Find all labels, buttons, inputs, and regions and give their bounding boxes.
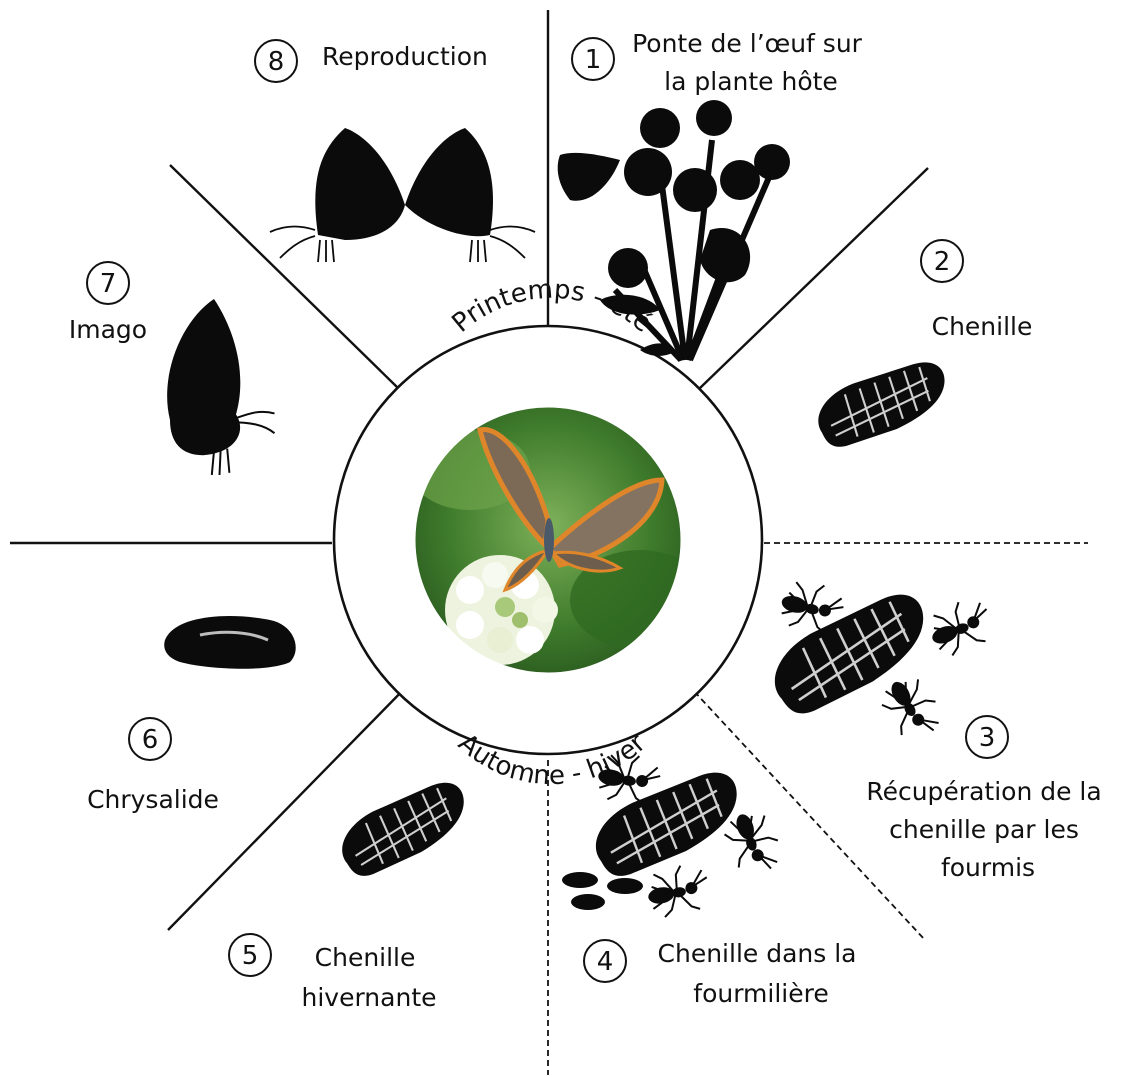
stage-1-label: Ponte de l’œuf sur la plante hôte bbox=[632, 29, 870, 96]
stage-8-label: Reproduction bbox=[322, 42, 488, 71]
svg-text:3: 3 bbox=[979, 723, 996, 753]
stage-4-label: Chenille dans la fourmilière bbox=[658, 939, 865, 1008]
ant-pupae bbox=[562, 872, 643, 910]
stage-7-number: 7 bbox=[87, 262, 129, 304]
svg-text:6: 6 bbox=[142, 725, 159, 755]
stage-4-number: 4 bbox=[584, 940, 626, 982]
stage-1-number: 1 bbox=[572, 38, 614, 80]
ant-icon bbox=[924, 594, 998, 660]
flower-butterfly-icon bbox=[558, 100, 790, 360]
ant-icon bbox=[875, 670, 947, 747]
caterpillar-icon bbox=[810, 358, 955, 451]
stage-2-number: 2 bbox=[921, 240, 963, 282]
svg-text:4: 4 bbox=[597, 947, 614, 977]
stage-6-number: 6 bbox=[129, 718, 171, 760]
ant-icon bbox=[720, 806, 786, 880]
stage-3-number: 3 bbox=[966, 716, 1008, 758]
svg-text:7: 7 bbox=[100, 269, 117, 299]
butterfly-icon bbox=[167, 299, 274, 475]
stage-2-label: Chenille bbox=[932, 312, 1033, 341]
mating-butterflies-icon bbox=[270, 128, 535, 262]
stage-8-number: 8 bbox=[255, 40, 297, 82]
pupa-icon bbox=[164, 616, 295, 669]
stage-7-label: Imago bbox=[69, 315, 147, 344]
svg-text:1: 1 bbox=[585, 45, 602, 75]
stage-5-label: Chenille hivernante bbox=[302, 943, 437, 1012]
stage-6-label: Chrysalide bbox=[87, 785, 219, 814]
ant-icon bbox=[644, 861, 712, 919]
svg-text:8: 8 bbox=[268, 47, 285, 77]
svg-text:2: 2 bbox=[934, 247, 951, 277]
svg-text:5: 5 bbox=[242, 941, 259, 971]
stage-3-label: Récupération de la chenille par les four… bbox=[866, 777, 1109, 882]
stage-5-number: 5 bbox=[229, 934, 271, 976]
caterpillar-icon bbox=[331, 777, 478, 882]
